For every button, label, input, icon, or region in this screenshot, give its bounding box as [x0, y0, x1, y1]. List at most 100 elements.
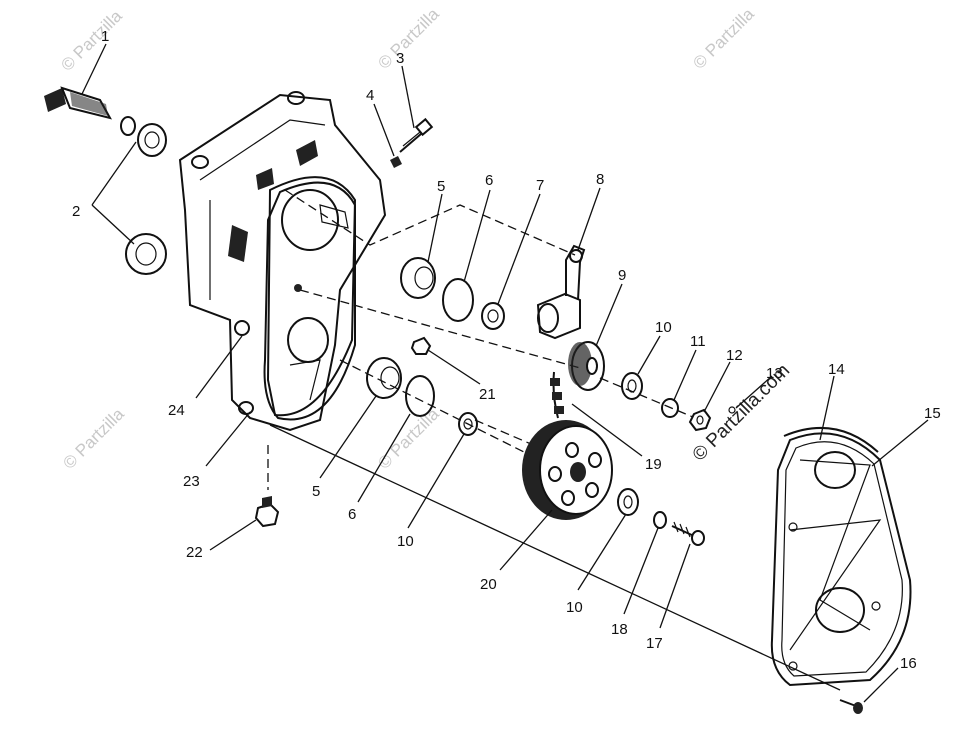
- lower-snap-ring: [405, 375, 435, 417]
- shaft-nut: [120, 116, 136, 136]
- washer-10-mid: [458, 412, 478, 436]
- main-housing: [178, 91, 387, 432]
- housing-outline: [178, 93, 387, 432]
- nut-4: [390, 156, 402, 168]
- washer-10-lower-inner: [623, 495, 633, 509]
- callout-10-upper: 10: [655, 319, 672, 336]
- sprocket-hole-1: [565, 442, 579, 458]
- callout-16: 16: [900, 655, 917, 672]
- callout-8: 8: [596, 171, 604, 188]
- shaft-end: [44, 88, 66, 112]
- lower-seal-part: [125, 233, 167, 275]
- leader-21: [427, 349, 481, 385]
- leader-19: [571, 403, 643, 457]
- leader-3: [401, 65, 415, 129]
- cover-lower-boss: [815, 587, 865, 633]
- alignment-lower: [339, 359, 561, 471]
- nut-12-hole: [696, 415, 704, 425]
- housing-stud: [294, 284, 302, 292]
- lower-bearing-outer: [366, 357, 402, 399]
- sprocket-hole-4: [561, 490, 575, 506]
- upper-sprocket-hub: [586, 357, 598, 375]
- leader-24: [195, 335, 243, 399]
- callout-19: 19: [645, 456, 662, 473]
- callout-5-lower: 5: [312, 483, 320, 500]
- housing-dowel: [319, 204, 349, 229]
- bolt-17-head: [691, 530, 705, 546]
- pin-13: [728, 406, 736, 414]
- washer-11-part: [661, 398, 679, 418]
- sprocket-hole-3: [585, 482, 599, 498]
- large-sprocket-part: [522, 420, 613, 520]
- bolt-17-part: [671, 521, 705, 546]
- callout-23: 23: [183, 473, 200, 490]
- callout-18: 18: [611, 621, 628, 638]
- cover-hole-2: [871, 601, 881, 611]
- callout-11: 11: [690, 333, 706, 350]
- cover-gasket-14: [783, 426, 879, 453]
- large-sprocket-hub: [570, 462, 586, 482]
- callout-1: 1: [101, 28, 109, 45]
- housing-gusset: [289, 359, 321, 401]
- housing-chain-case: [266, 176, 357, 417]
- housing-mount-hole-left: [191, 155, 209, 169]
- leader-5a: [427, 193, 443, 263]
- leader-1: [81, 43, 107, 95]
- cover-rib-1: [799, 459, 871, 631]
- leader-16: [863, 667, 899, 703]
- housing-slot-1: [296, 140, 318, 166]
- upper-sprocket-teeth: [568, 342, 592, 386]
- cover-rib-2: [789, 519, 882, 651]
- callout-10-mid: 10: [397, 533, 414, 550]
- watermark-top-right: © Partzilla: [689, 4, 758, 73]
- tensioner-part: [536, 244, 586, 340]
- housing-pivot-hole: [234, 320, 250, 336]
- callout-3: 3: [396, 50, 404, 67]
- washer-10-upper-inner: [627, 379, 637, 393]
- callout-6-upper: 6: [485, 172, 493, 189]
- alignment-mid: [299, 289, 581, 369]
- watermark-left: © Partzilla: [59, 404, 128, 473]
- callout-10-lower: 10: [566, 599, 583, 616]
- drain-plug-part: [254, 496, 280, 528]
- callout-20: 20: [480, 576, 497, 593]
- chain-link-2: [552, 392, 562, 400]
- leader-5b: [319, 395, 377, 479]
- watermark-top-center: © Partzilla: [374, 4, 443, 73]
- alignment-base: [269, 424, 561, 561]
- plug-21-part: [410, 336, 432, 355]
- housing-bottom-hole: [238, 401, 254, 415]
- callout-5-upper: 5: [437, 178, 445, 195]
- leader-6b: [357, 413, 411, 503]
- shaft-spline: [60, 86, 112, 120]
- chain-link-1: [550, 378, 560, 386]
- alignment-base-right: [559, 559, 841, 691]
- bolt-16-head: [853, 702, 863, 714]
- bolt-17-thread: [673, 521, 691, 538]
- leader-14: [819, 375, 835, 441]
- callout-2: 2: [72, 203, 80, 220]
- washer-7-inner: [487, 309, 499, 323]
- alignment-upper: [284, 189, 576, 256]
- cover-upper-boss: [814, 451, 856, 489]
- callout-12: 12: [726, 347, 743, 364]
- nut-12-part: [688, 408, 712, 432]
- gasket-part: [263, 181, 356, 421]
- washer-18: [653, 511, 667, 529]
- cover-hole-3: [788, 661, 798, 671]
- leader-2b: [91, 204, 135, 245]
- leader-9: [595, 283, 623, 347]
- shaft-part: [44, 86, 167, 157]
- washer-10-lower-part: [617, 488, 639, 516]
- washer-10-mid-inner: [463, 418, 473, 430]
- washer-18-part: [653, 511, 667, 529]
- callout-7: 7: [536, 177, 544, 194]
- callout-14: 14: [828, 361, 845, 378]
- leader-15: [871, 419, 929, 467]
- callout-21: 21: [479, 386, 496, 403]
- housing-bracket-top: [199, 119, 326, 181]
- leader-17: [659, 543, 691, 629]
- upper-ring-part: [442, 278, 474, 322]
- housing-upper-bore: [281, 189, 339, 251]
